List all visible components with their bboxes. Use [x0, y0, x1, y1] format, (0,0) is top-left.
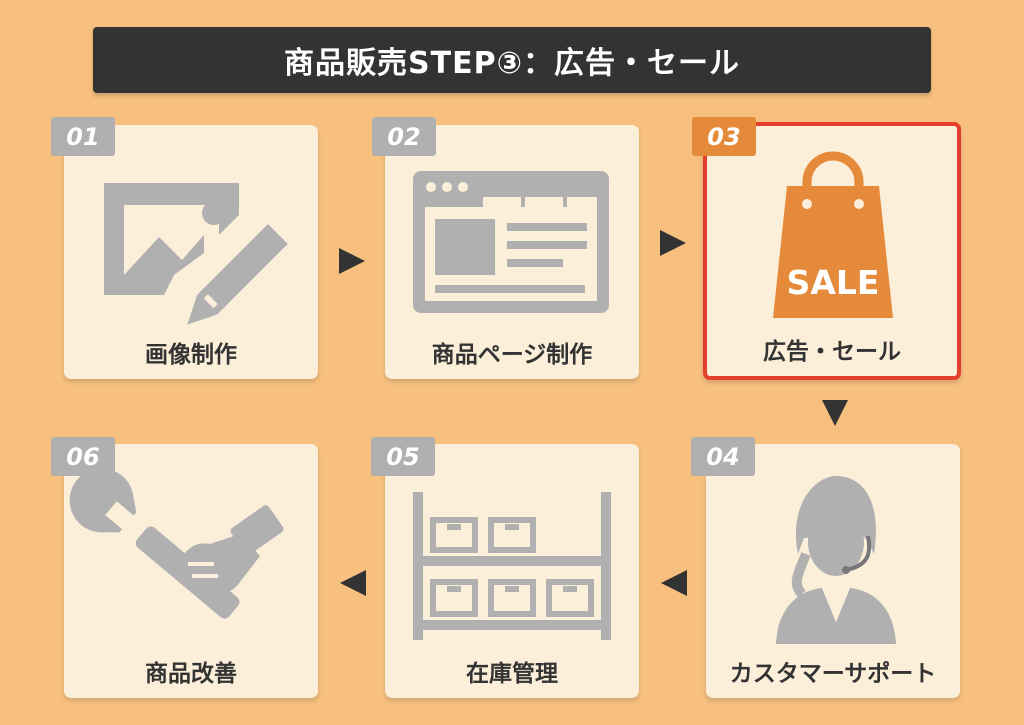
- step-card-03: SALE 広告・セール: [703, 122, 961, 380]
- step-badge-02: 02: [372, 117, 436, 156]
- wrench-hand-icon: [69, 468, 284, 619]
- sale-bag-icon: SALE: [773, 151, 893, 318]
- step-card-06: 商品改善: [64, 444, 318, 698]
- arrow-left-icon: [340, 570, 366, 596]
- arrow-down-icon: [822, 400, 848, 426]
- step-badge-01: 01: [51, 117, 115, 156]
- title-bar: 商品販売STEP③：広告・セール: [93, 27, 931, 93]
- image-edit-icon: [104, 183, 288, 325]
- step-badge-03: 03: [692, 117, 756, 156]
- step-card-04: カスタマーサポート: [706, 444, 960, 698]
- step-label: 商品ページ制作: [431, 342, 593, 368]
- arrow-right-icon: [660, 230, 686, 256]
- step-badge-05: 05: [371, 437, 435, 476]
- step-label: 画像制作: [145, 342, 237, 368]
- step-label: 商品改善: [145, 661, 237, 687]
- browser-page-icon: [413, 171, 609, 313]
- step-badge-04: 04: [691, 437, 755, 476]
- arrow-left-icon: [661, 570, 687, 596]
- step-label: カスタマーサポート: [729, 661, 937, 687]
- arrow-right-icon: [339, 248, 365, 274]
- step-card-02: 商品ページ制作: [385, 125, 639, 379]
- step-card-01: 画像制作: [64, 125, 318, 379]
- headset-operator-icon: [776, 476, 896, 644]
- step-card-05: 在庫管理: [385, 444, 639, 698]
- step-badge-06: 06: [51, 437, 115, 476]
- storage-shelf-icon: [413, 492, 611, 640]
- step-label: 在庫管理: [466, 661, 558, 687]
- step-label: 広告・セール: [763, 339, 901, 365]
- page-title: 商品販売STEP③：広告・セール: [284, 46, 740, 81]
- sale-text: SALE: [787, 263, 880, 302]
